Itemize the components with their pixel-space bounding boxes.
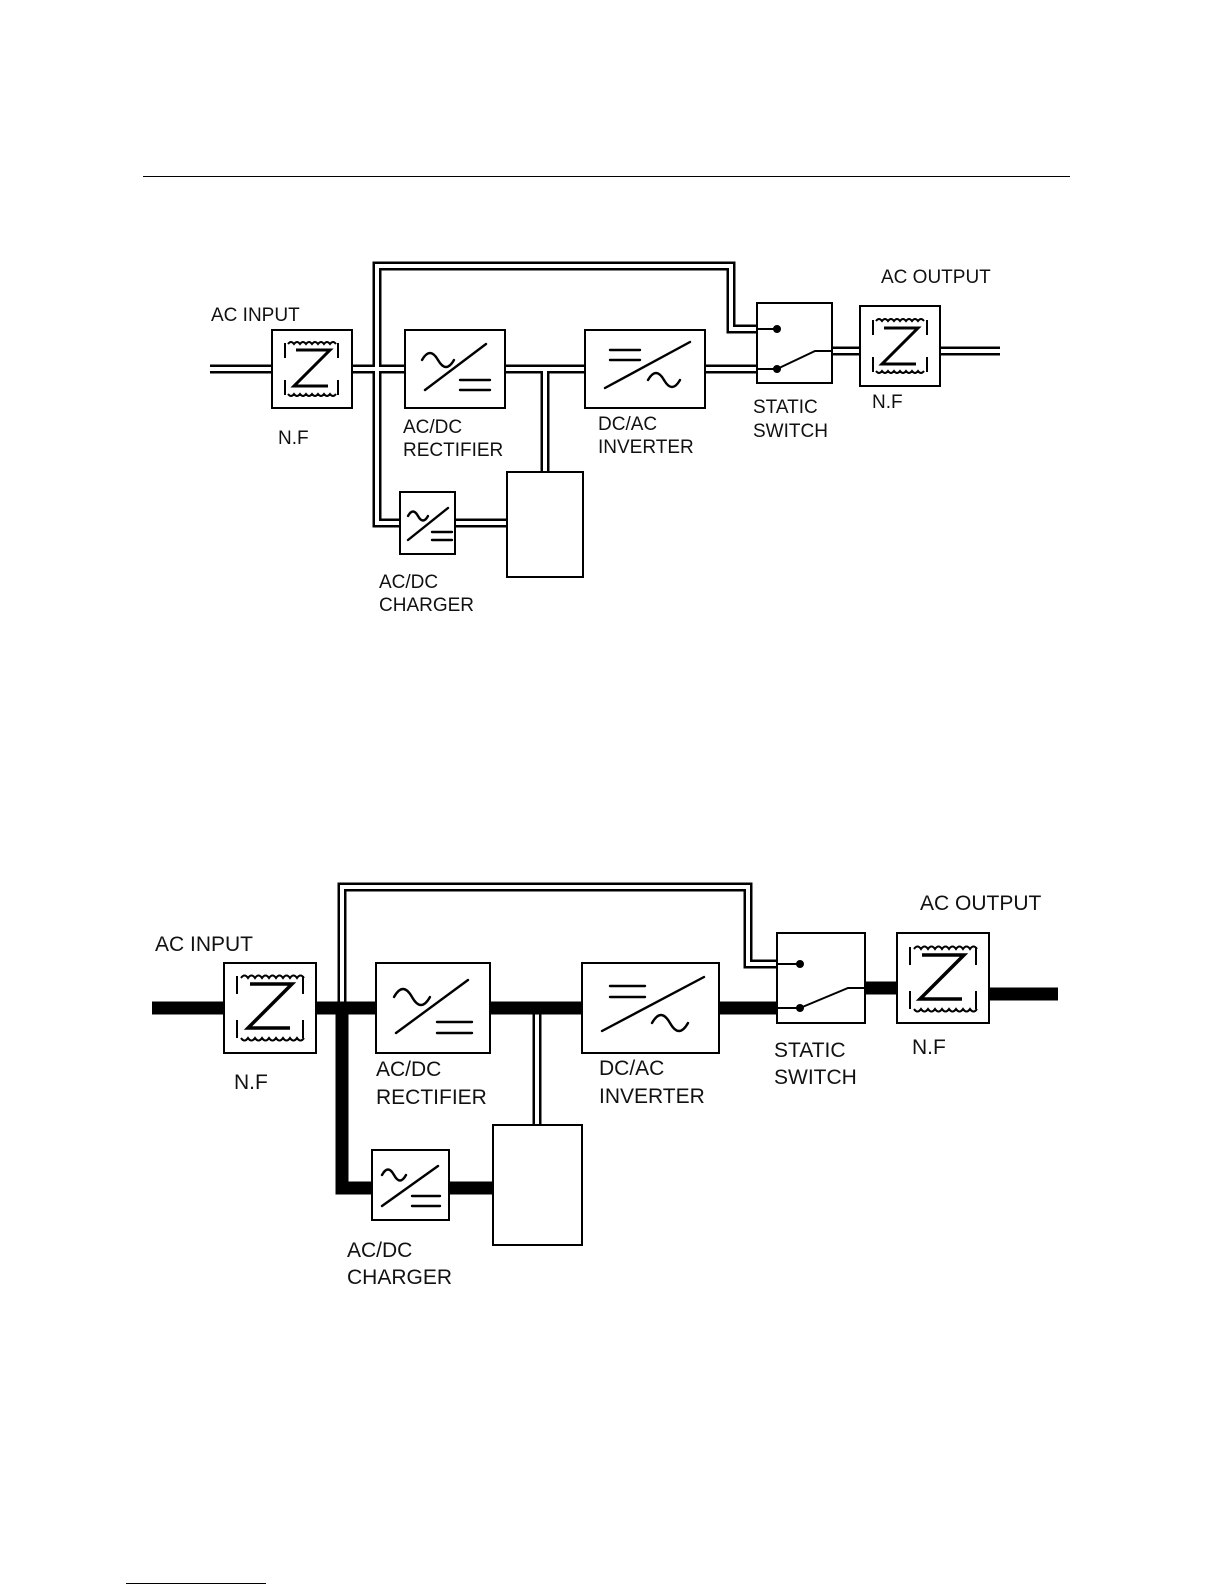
- label-inverter-line1: DC/AC: [599, 1057, 664, 1080]
- label-switch-line1: STATIC: [774, 1039, 846, 1062]
- ac-dc-charger: [400, 492, 455, 554]
- ac-dc-rectifier: [376, 963, 490, 1053]
- ac-dc-rectifier: [405, 330, 505, 408]
- label-inverter-line1: DC/AC: [598, 414, 657, 435]
- label-nf-input: N.F: [278, 428, 309, 449]
- label-charger-line2: CHARGER: [379, 595, 474, 616]
- ups-diagram-power-flow: AC INPUT AC OUTPUT N.F N.F AC/DC RECTIFI…: [0, 870, 1225, 1300]
- label-ac-output: AC OUTPUT: [920, 892, 1042, 915]
- label-ac-output: AC OUTPUT: [881, 267, 991, 288]
- footnote-rule: [126, 1583, 266, 1584]
- static-switch: [777, 933, 865, 1023]
- ac-dc-charger: [372, 1150, 449, 1220]
- label-charger-line1: AC/DC: [379, 572, 438, 593]
- label-nf-output: N.F: [872, 392, 903, 413]
- label-ac-input: AC INPUT: [211, 305, 300, 326]
- label-ac-input: AC INPUT: [155, 933, 253, 956]
- ups-diagram-normal: AC INPUT AC OUTPUT N.F N.F AC/DC RECTIFI…: [0, 240, 1225, 630]
- label-rectifier-line2: RECTIFIER: [403, 440, 503, 461]
- label-switch-line1: STATIC: [753, 397, 818, 418]
- noise-filter-input: [224, 963, 316, 1053]
- label-switch-line2: SWITCH: [774, 1066, 857, 1089]
- noise-filter-output: [860, 306, 940, 386]
- label-nf-input: N.F: [234, 1071, 268, 1094]
- label-charger-line1: AC/DC: [347, 1239, 412, 1262]
- noise-filter-output: [897, 933, 989, 1023]
- label-inverter-line2: INVERTER: [599, 1085, 705, 1108]
- battery-icon: [507, 472, 583, 577]
- static-switch: [757, 303, 832, 383]
- dc-ac-inverter: [585, 330, 705, 408]
- label-inverter-line2: INVERTER: [598, 437, 694, 458]
- dc-ac-inverter: [582, 963, 719, 1053]
- battery-icon: [493, 1125, 582, 1245]
- label-charger-line2: CHARGER: [347, 1266, 452, 1289]
- header-rule: [143, 176, 1070, 177]
- label-switch-line2: SWITCH: [753, 421, 828, 442]
- noise-filter-input: [272, 330, 352, 408]
- label-rectifier-line2: RECTIFIER: [376, 1086, 487, 1109]
- label-nf-output: N.F: [912, 1036, 946, 1059]
- label-rectifier-line1: AC/DC: [376, 1058, 441, 1081]
- label-rectifier-line1: AC/DC: [403, 417, 462, 438]
